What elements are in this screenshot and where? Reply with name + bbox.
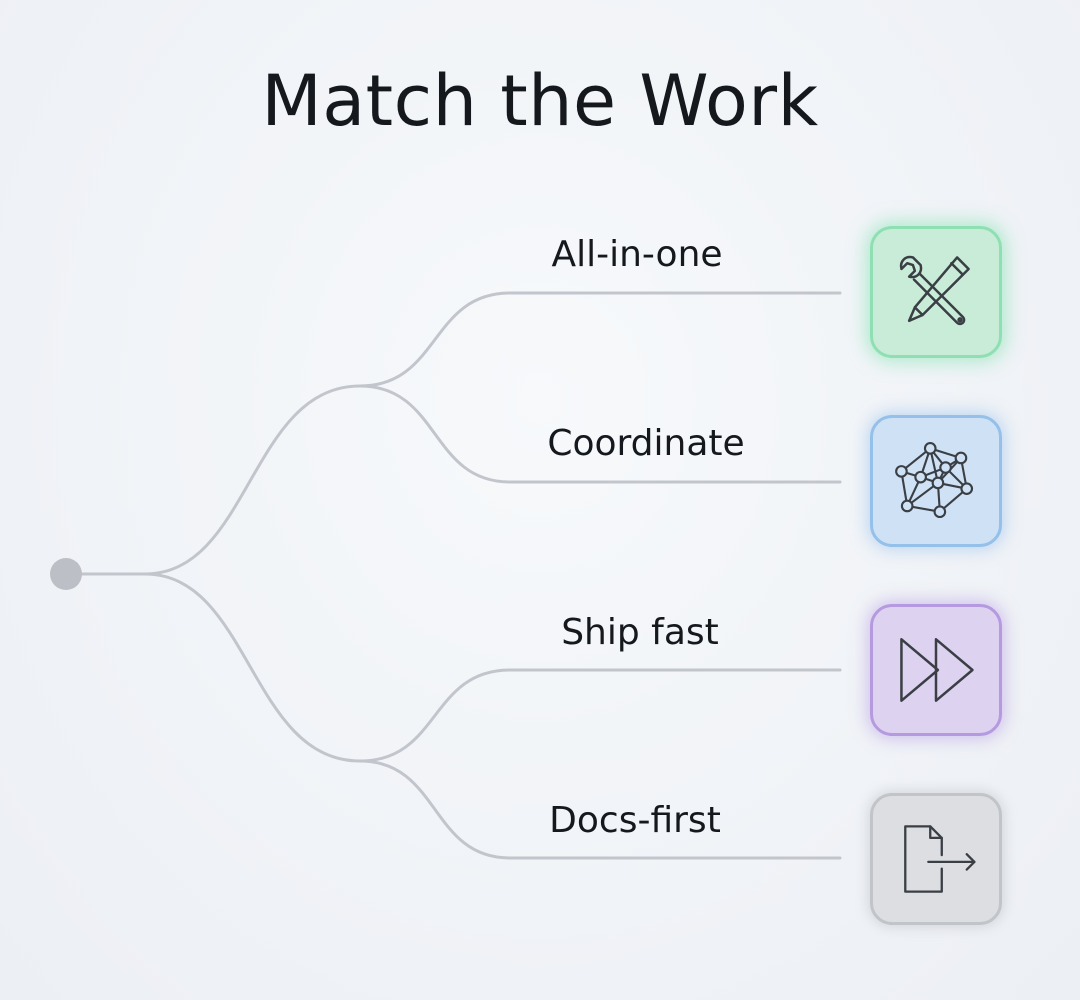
document-export-icon [904,825,976,893]
branch-label-docs-first: Docs-first [549,800,721,841]
coordinate-tile[interactable] [870,415,1002,547]
page-title: Match the Work [261,60,819,142]
branch-lower-line [143,572,362,763]
branch-line-docs-first [358,759,842,860]
branch-line-coordinate [358,384,842,484]
root-node [50,558,82,590]
branch-label-ship-fast: Ship fast [561,612,719,653]
ship-fast-tile[interactable] [870,604,1002,736]
all-in-one-tile[interactable] [870,226,1002,358]
fast-forward-icon [900,638,974,702]
docs-first-tile[interactable] [870,793,1002,925]
wrench-pencil-icon [899,255,970,326]
branch-line-ship-fast [358,668,842,763]
branch-label-coordinate: Coordinate [547,423,745,464]
branch-line-all-in-one [358,291,842,388]
network-icon [895,442,974,519]
branch-label-all-in-one: All-in-one [551,234,723,275]
branch-upper-line [143,384,362,576]
